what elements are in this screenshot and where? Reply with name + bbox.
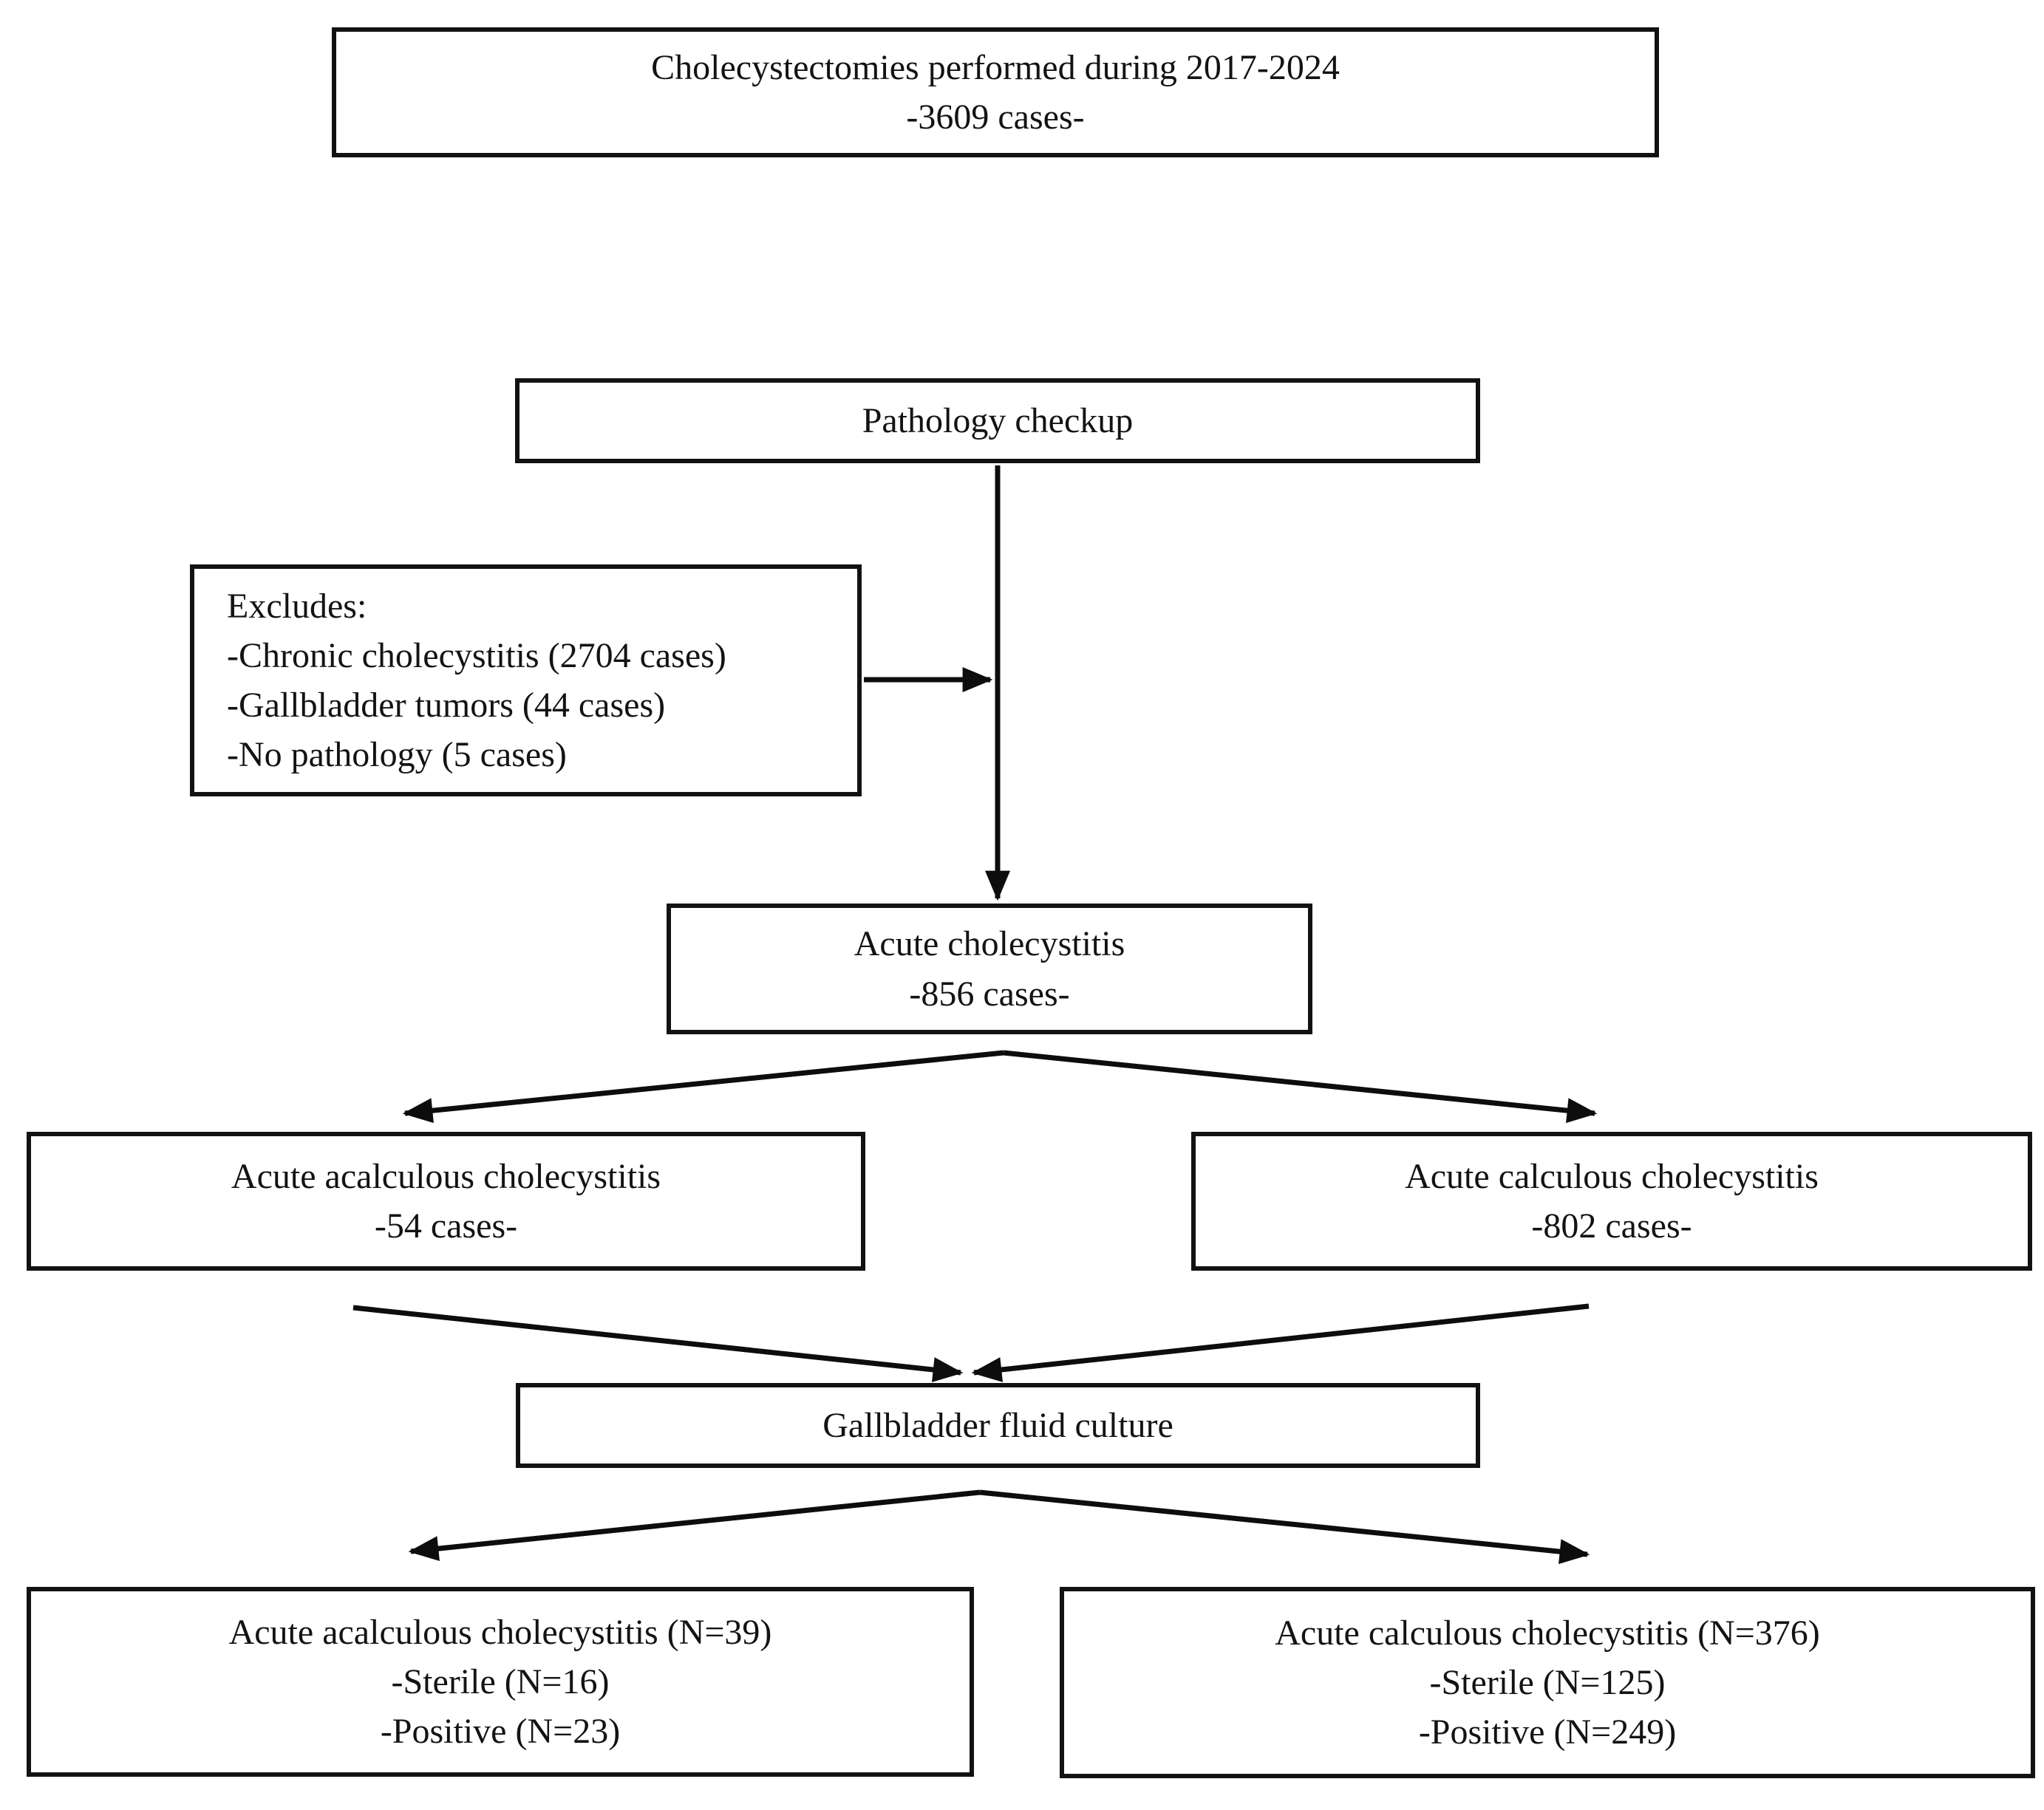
- arrow-culture-to-acalculous-results: [408, 1489, 981, 1562]
- box-pathology-checkup: Pathology checkup: [515, 378, 1480, 463]
- box-acute-acalculous: Acute acalculous cholecystitis -54 cases…: [27, 1132, 865, 1271]
- box-line: -3609 cases-: [906, 98, 1085, 137]
- box-line: -Gallbladder tumors (44 cases): [227, 686, 666, 725]
- arrow-acute-to-acalculous: [402, 1050, 1004, 1124]
- box-line: Cholecystectomies performed during 2017-…: [651, 47, 1340, 87]
- box-cholecystectomies-total: Cholecystectomies performed during 2017-…: [332, 27, 1659, 157]
- box-line: -856 cases-: [909, 974, 1070, 1014]
- box-line: -Positive (N=249): [1418, 1712, 1677, 1752]
- arrow-acalculous-to-culture: [352, 1305, 964, 1382]
- box-line: Acute calculous cholecystitis (N=376): [1275, 1613, 1820, 1653]
- box-line: -Sterile (N=125): [1429, 1662, 1666, 1702]
- box-gallbladder-fluid-culture: Gallbladder fluid culture: [516, 1383, 1480, 1468]
- box-line: Acute acalculous cholecystitis: [231, 1156, 661, 1196]
- box-line: Excludes:: [227, 586, 367, 626]
- arrow-calculous-to-culture: [971, 1303, 1590, 1382]
- box-excludes: Excludes: -Chronic cholecystitis (2704 c…: [190, 564, 862, 796]
- box-line: -802 cases-: [1531, 1206, 1692, 1246]
- arrow-acute-to-calculous: [1003, 1050, 1598, 1124]
- box-line: -Sterile (N=16): [391, 1662, 610, 1701]
- box-acute-calculous: Acute calculous cholecystitis -802 cases…: [1191, 1132, 2032, 1271]
- box-acute-cholecystitis: Acute cholecystitis -856 cases-: [667, 904, 1312, 1034]
- box-line: -54 cases-: [374, 1206, 518, 1246]
- box-acalculous-culture-results: Acute acalculous cholecystitis (N=39) -S…: [27, 1587, 974, 1777]
- box-calculous-culture-results: Acute calculous cholecystitis (N=376) -S…: [1060, 1587, 2035, 1778]
- arrow-culture-to-calculous-results: [979, 1489, 1590, 1565]
- box-line: -Positive (N=23): [380, 1712, 621, 1752]
- box-line: -Chronic cholecystitis (2704 cases): [227, 635, 726, 675]
- box-line: Acute cholecystitis: [854, 924, 1125, 964]
- box-line: Acute calculous cholecystitis: [1405, 1156, 1819, 1196]
- box-line: Gallbladder fluid culture: [822, 1405, 1173, 1445]
- box-line: Acute acalculous cholecystitis (N=39): [228, 1612, 772, 1652]
- box-line: Pathology checkup: [862, 400, 1134, 440]
- box-line: -No pathology (5 cases): [227, 735, 567, 775]
